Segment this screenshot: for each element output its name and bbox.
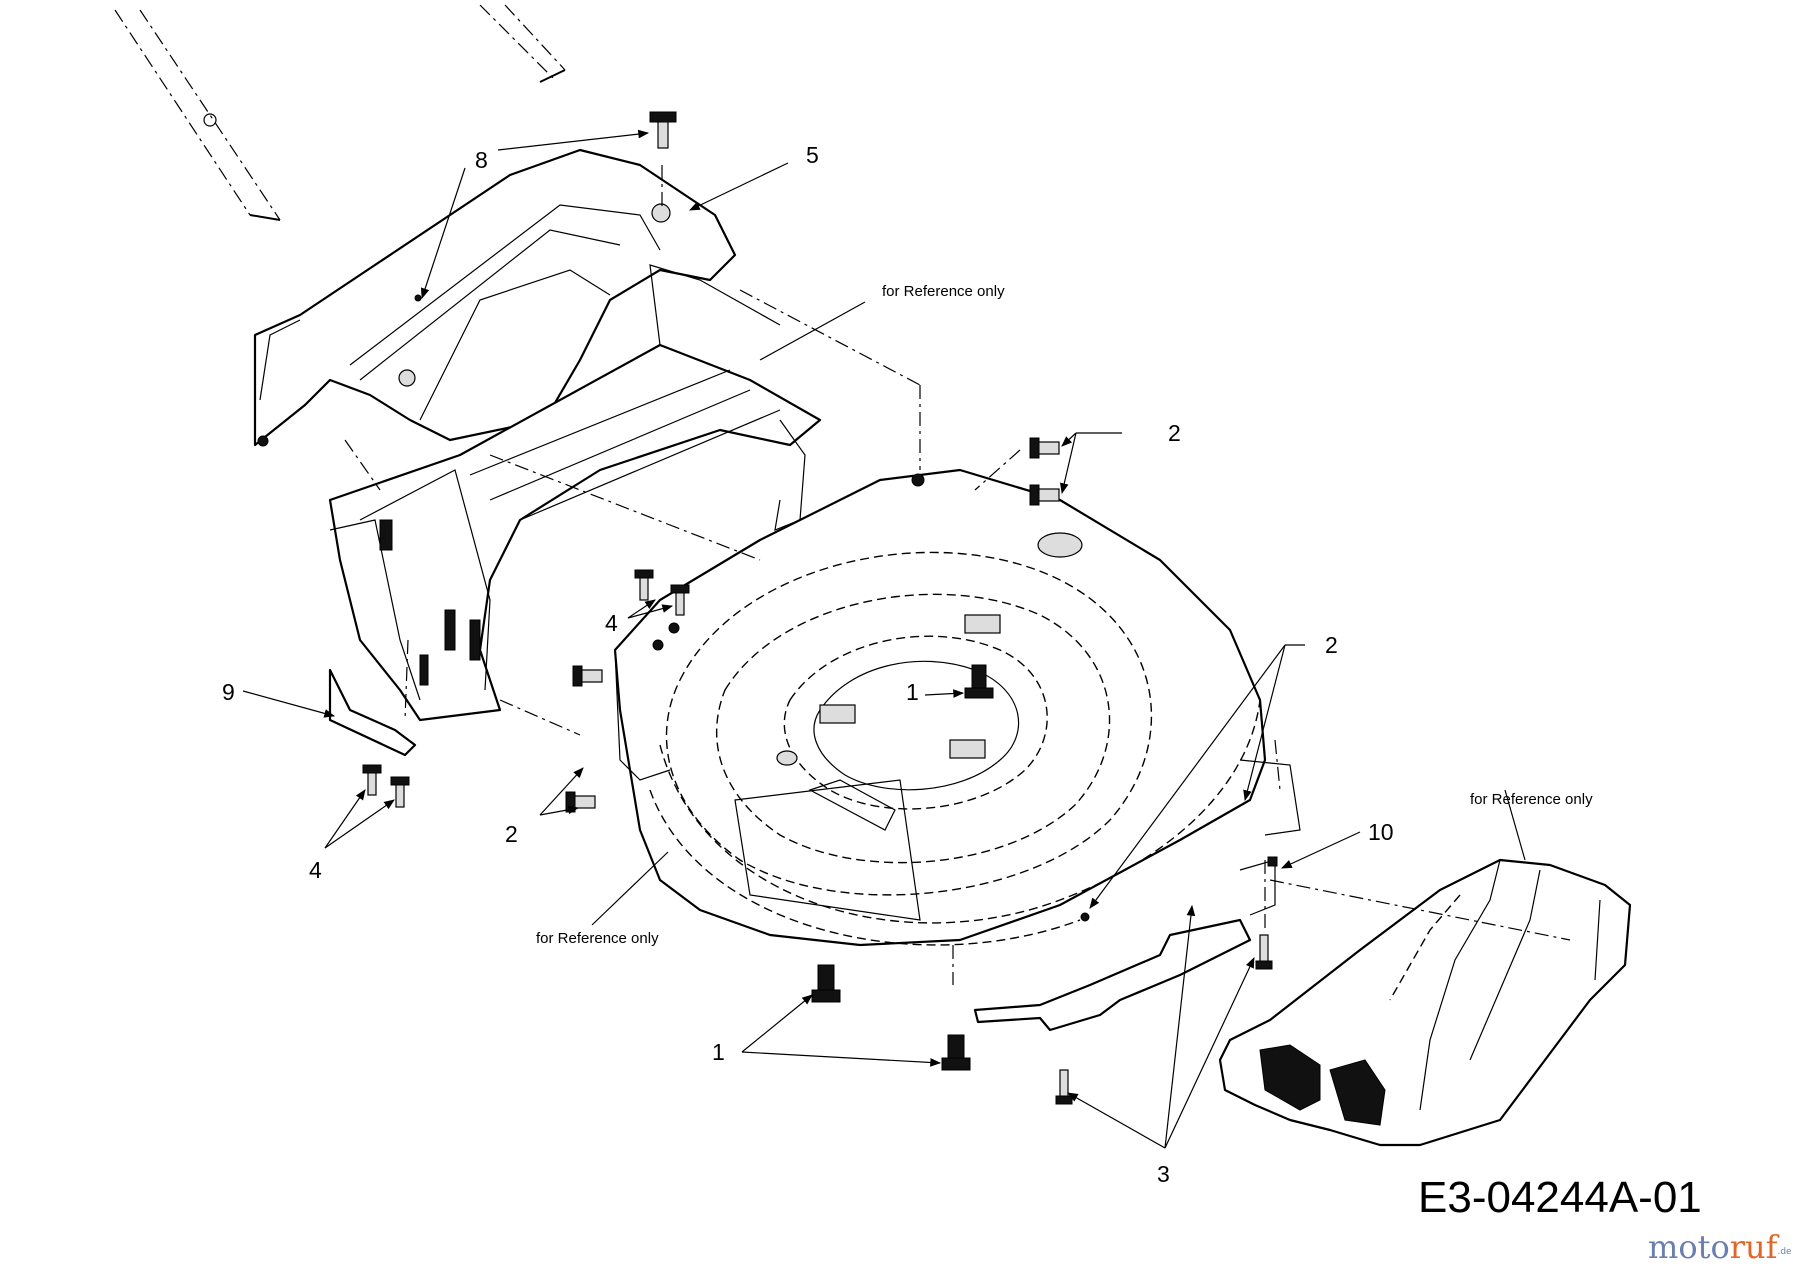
watermark-part-a: moto bbox=[1648, 1228, 1730, 1266]
watermark-part-b: ruf bbox=[1730, 1228, 1780, 1266]
callout-10: 10 bbox=[1368, 819, 1394, 845]
reference-note-deck: for Reference only bbox=[536, 930, 659, 947]
drawing-number: E3-04244A-01 bbox=[1418, 1173, 1702, 1222]
callout-labels: 1 1 2 2 2 3 4 4 5 8 9 10 bbox=[222, 142, 1394, 1187]
callout-1-lower: 1 bbox=[712, 1039, 725, 1065]
watermark-brand: motoruf.de bbox=[1648, 1228, 1792, 1266]
reference-note-handle-bracket: for Reference only bbox=[882, 283, 1005, 300]
mulch-plug-drawing bbox=[1218, 858, 1632, 1147]
handle-tube-drawing bbox=[114, 4, 566, 221]
callout-1-center: 1 bbox=[906, 679, 919, 705]
watermark-suffix: .de bbox=[1777, 1247, 1792, 1257]
callout-4-upper: 4 bbox=[605, 610, 618, 636]
callout-5: 5 bbox=[806, 142, 819, 168]
mower-deck-drawing bbox=[613, 468, 1301, 947]
leader-lines bbox=[242, 129, 1526, 1149]
engine-cover-drawing bbox=[253, 148, 737, 447]
callout-2-right: 2 bbox=[1325, 632, 1338, 658]
assembly-lines bbox=[344, 165, 1571, 985]
callout-2-left: 2 bbox=[505, 821, 518, 847]
callout-4-lower: 4 bbox=[309, 857, 322, 883]
reference-notes: for Reference only for Reference only fo… bbox=[536, 283, 1593, 947]
callout-9: 9 bbox=[222, 679, 235, 705]
reference-note-mulch-plug: for Reference only bbox=[1470, 791, 1593, 808]
callout-3: 3 bbox=[1157, 1161, 1170, 1187]
callout-2-top-right: 2 bbox=[1168, 420, 1181, 446]
fastener-drawings bbox=[328, 111, 1273, 1105]
callout-8: 8 bbox=[475, 147, 488, 173]
watermark-logo: motoruf.de bbox=[1648, 1228, 1792, 1266]
rear-flap-drawing bbox=[973, 856, 1278, 1032]
